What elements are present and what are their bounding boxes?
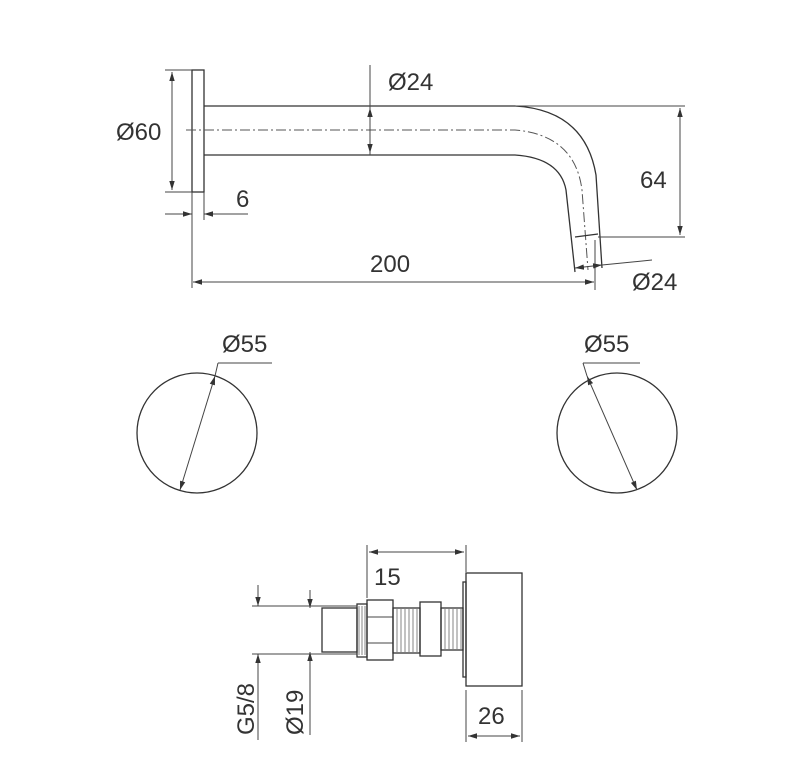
right-handle-front-view: Ø55 — [556, 331, 678, 494]
label-depth: 15 — [374, 564, 401, 591]
label-outlet-diameter: Ø24 — [632, 269, 677, 296]
valve-side-view: 15 G5/8 Ø19 26 — [233, 545, 523, 742]
collar — [419, 601, 442, 657]
spout-side-view: Ø60 Ø24 64 6 200 Ø24 — [116, 65, 685, 296]
label-flange-thickness: 6 — [236, 186, 249, 213]
outlet-edge — [574, 233, 599, 238]
spout-centerline — [186, 129, 589, 271]
label-knob-width: 26 — [478, 703, 505, 730]
knob — [465, 572, 523, 687]
stem-cap — [321, 607, 358, 653]
spout-inner-edge — [204, 154, 576, 273]
hex-nut — [366, 599, 394, 661]
spout-outer-edge — [204, 105, 603, 269]
label-left-handle-diameter: Ø55 — [222, 331, 267, 358]
label-flange-diameter: Ø60 — [116, 119, 161, 146]
label-right-handle-diameter: Ø55 — [584, 331, 629, 358]
label-pipe-diameter: Ø24 — [388, 69, 433, 96]
left-handle-front-view: Ø55 — [136, 331, 272, 494]
wall-flange — [191, 69, 205, 193]
thread-3 — [440, 607, 464, 651]
label-stem-diameter: Ø19 — [282, 690, 309, 735]
label-length: 200 — [370, 251, 410, 278]
label-height: 64 — [640, 167, 667, 194]
dim-outlet-diameter — [574, 263, 603, 270]
label-thread: G5/8 — [233, 683, 260, 735]
